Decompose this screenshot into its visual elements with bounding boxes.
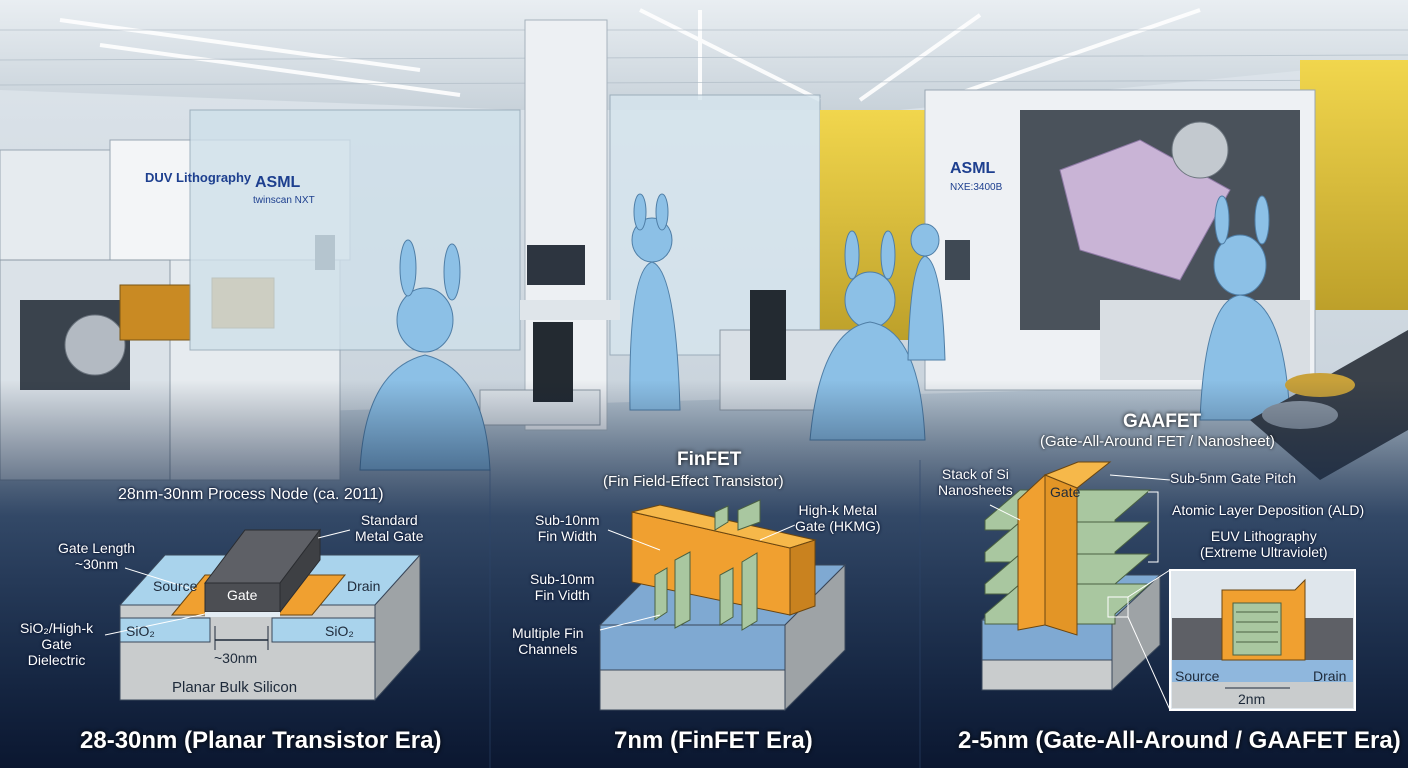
yellow-room-right	[1300, 60, 1408, 310]
finfet-leader-channels	[599, 614, 661, 631]
planar-dielectric	[205, 612, 280, 617]
gaafet-title: GAAFET	[1123, 411, 1202, 432]
planar-substrate-label: Planar Bulk Silicon	[172, 679, 298, 696]
planar-leader-metal	[317, 529, 351, 539]
finfet-hkmg-label: High-k Metal Gate (HKMG)	[795, 502, 881, 534]
zoom-base	[1172, 682, 1353, 708]
duv-model: twinscan NXT	[253, 195, 315, 206]
euv-brand: ASML	[950, 160, 996, 177]
gaafet-stack-label: Stack of Si Nanosheets	[938, 466, 1013, 498]
duv-label: DUV Lithography	[145, 170, 252, 185]
gaafet-leader-pitch	[1109, 474, 1171, 481]
planar-gate-length-label: Gate Length ~30nm	[58, 540, 136, 572]
gaafet-zoom-line-1	[1127, 569, 1171, 598]
finfet-fin-width-label: Sub-10nm Fin Width	[535, 512, 600, 544]
finfet-leader-width	[607, 529, 661, 551]
gaafet-substrate-side	[1111, 573, 1161, 692]
finfet-era-title: 7nm (FinFET Era)	[614, 727, 813, 754]
finfet-oxide-front	[599, 624, 786, 671]
gaafet-leader-stack	[989, 504, 1021, 521]
gaafet-era-title: 2-5nm (Gate-All-Around / GAAFET Era)	[958, 727, 1401, 754]
finfet-title: FinFET	[677, 449, 742, 470]
planar-leader-dielectric	[104, 613, 206, 636]
finfet-channels-label: Multiple Fin Channels	[512, 625, 584, 657]
gaafet-gate-front	[1017, 473, 1046, 631]
gaafet-bracket	[1148, 491, 1159, 563]
planar-sio2-left-label: SiO₂	[126, 623, 155, 639]
planar-oxide-right	[271, 617, 376, 643]
finfet-subtitle: (Fin Field-Effect Transistor)	[603, 473, 784, 490]
finfet-leader-hkmg	[759, 524, 796, 541]
zoom-channel-lines	[1236, 611, 1278, 643]
finfet-diagram	[598, 499, 847, 712]
planar-gate-side	[279, 528, 321, 614]
gaafet-gate-label: Gate	[1050, 484, 1081, 500]
finfet-substrate-side	[784, 563, 846, 712]
gaafet-pitch-label: Sub-5nm Gate Pitch	[1170, 470, 1297, 486]
planar-metal-gate-label: Standard Metal Gate	[355, 512, 424, 544]
ceiling-lights	[59, 8, 1201, 102]
euv-model: NXE:3400B	[950, 182, 1003, 193]
technician-middle	[629, 193, 681, 411]
planar-dimension-label: ~30nm	[214, 650, 258, 666]
gaafet-euv-label: EUV Lithography (Extreme Ultraviolet)	[1200, 528, 1328, 560]
zoom-channel	[1232, 602, 1282, 656]
gaafet-dimension-label: 2nm	[1238, 691, 1266, 707]
planar-drain-label: Drain	[347, 578, 381, 594]
planar-transistor-diagram	[104, 528, 422, 702]
finfet-fin-width-2-label: Sub-10nm Fin Vidth	[530, 571, 595, 603]
planar-substrate-side	[374, 553, 421, 702]
planar-gate-label: Gate	[227, 587, 258, 603]
gaafet-diagram	[980, 461, 1356, 711]
planar-sio2-right-label: SiO₂	[325, 623, 354, 639]
technician-yellow	[907, 223, 946, 361]
ceiling	[0, 0, 1408, 110]
planar-era-title: 28-30nm (Planar Transistor Era)	[80, 727, 442, 754]
zoom-oxide	[1172, 660, 1353, 682]
ceiling-grid	[0, 29, 1408, 86]
planar-node-heading: 28nm-30nm Process Node (ca. 2011)	[118, 486, 384, 503]
duv-brand: ASML	[255, 174, 301, 191]
planar-leader-length	[124, 567, 196, 591]
finfet-gate-side	[789, 539, 816, 616]
finfet-fins	[654, 499, 761, 631]
gaafet-ald-label: Atomic Layer Deposition (ALD)	[1172, 502, 1365, 518]
planar-dielectric-label: SiO₂/High-k Gate Dielectric	[20, 620, 94, 668]
glass-partition	[189, 94, 821, 356]
gaafet-source-label: Source	[1175, 668, 1220, 684]
gaafet-drain-label: Drain	[1313, 668, 1347, 684]
gaafet-zoom-line-2	[1127, 616, 1171, 711]
planar-source-label: Source	[153, 578, 198, 594]
gaafet-zoom-marker	[1107, 596, 1129, 618]
zoom-metal-left	[1172, 618, 1222, 660]
gaafet-gate-body	[1044, 474, 1078, 636]
gaafet-subtitle: (Gate-All-Around FET / Nanosheet)	[1040, 433, 1275, 450]
